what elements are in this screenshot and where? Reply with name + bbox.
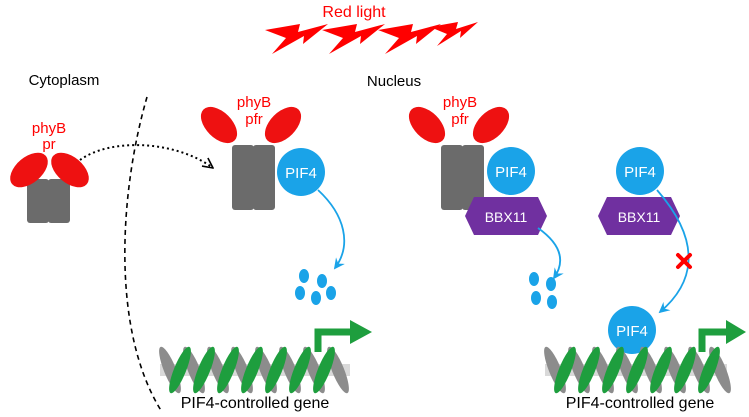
block-x-icon	[676, 253, 692, 269]
bbx11-label-b: BBX11	[618, 209, 661, 225]
phyb-pr-complex	[10, 152, 89, 223]
lightning-bolt-icon	[430, 22, 478, 46]
red-light-bolts	[265, 22, 478, 54]
bbx11-protein-b	[598, 197, 680, 235]
nuclear-membrane-line	[124, 96, 163, 413]
degradation-arrow-1	[317, 189, 346, 270]
phyb-pfr-complex-1	[200, 106, 302, 210]
degraded-pif4-fragments-2	[529, 272, 557, 309]
phyb-pr-label-line2: pr	[42, 136, 55, 153]
lightning-bolt-icon	[322, 24, 385, 54]
transcription-start-arrow-right	[698, 328, 728, 352]
degradation-arrow-2	[537, 227, 564, 280]
pif4-protein-d	[608, 306, 656, 354]
phyb-pfr-1-label-line2: pfr	[245, 111, 263, 128]
phyb-pfr-2-label-line2: pfr	[451, 111, 469, 128]
phyb-pr-label-line1: phyB	[32, 120, 66, 137]
transcription-start-arrow-left	[314, 328, 352, 352]
bbx11-protein-a	[465, 197, 547, 235]
bbx11-label-a: BBX11	[485, 209, 528, 225]
pif4-protein-c	[616, 147, 664, 195]
lightning-bolt-icon	[265, 24, 328, 54]
transcription-arrowhead-right	[726, 320, 746, 344]
red-light-label: Red light	[322, 4, 386, 21]
pif4-label-d: PIF4	[616, 323, 648, 340]
pif4-protein-a	[277, 148, 325, 196]
pif4-label-a: PIF4	[285, 165, 317, 182]
transcription-arrowhead-left	[350, 320, 372, 344]
phyb-pfr-2-label-line1: phyB	[443, 94, 477, 111]
phyb-pfr-1-label-line1: phyB	[237, 94, 271, 111]
pif4-label-c: PIF4	[624, 164, 656, 181]
blocked-binding-arrow	[656, 189, 690, 314]
dna-helix-right	[544, 320, 746, 394]
degraded-pif4-fragments-1	[295, 269, 336, 305]
lightning-bolt-icon	[378, 24, 441, 54]
translocation-arrow	[79, 144, 213, 168]
gene-label-right: PIF4-controlled gene	[566, 395, 715, 412]
pif4-label-b: PIF4	[495, 164, 527, 181]
phyb-pfr-complex-2	[408, 106, 510, 210]
dna-helix-left	[159, 320, 372, 394]
nucleus-label: Nucleus	[367, 73, 421, 90]
pif4-protein-b	[487, 147, 535, 195]
gene-label-left: PIF4-controlled gene	[181, 395, 330, 412]
cytoplasm-label: Cytoplasm	[29, 72, 100, 89]
